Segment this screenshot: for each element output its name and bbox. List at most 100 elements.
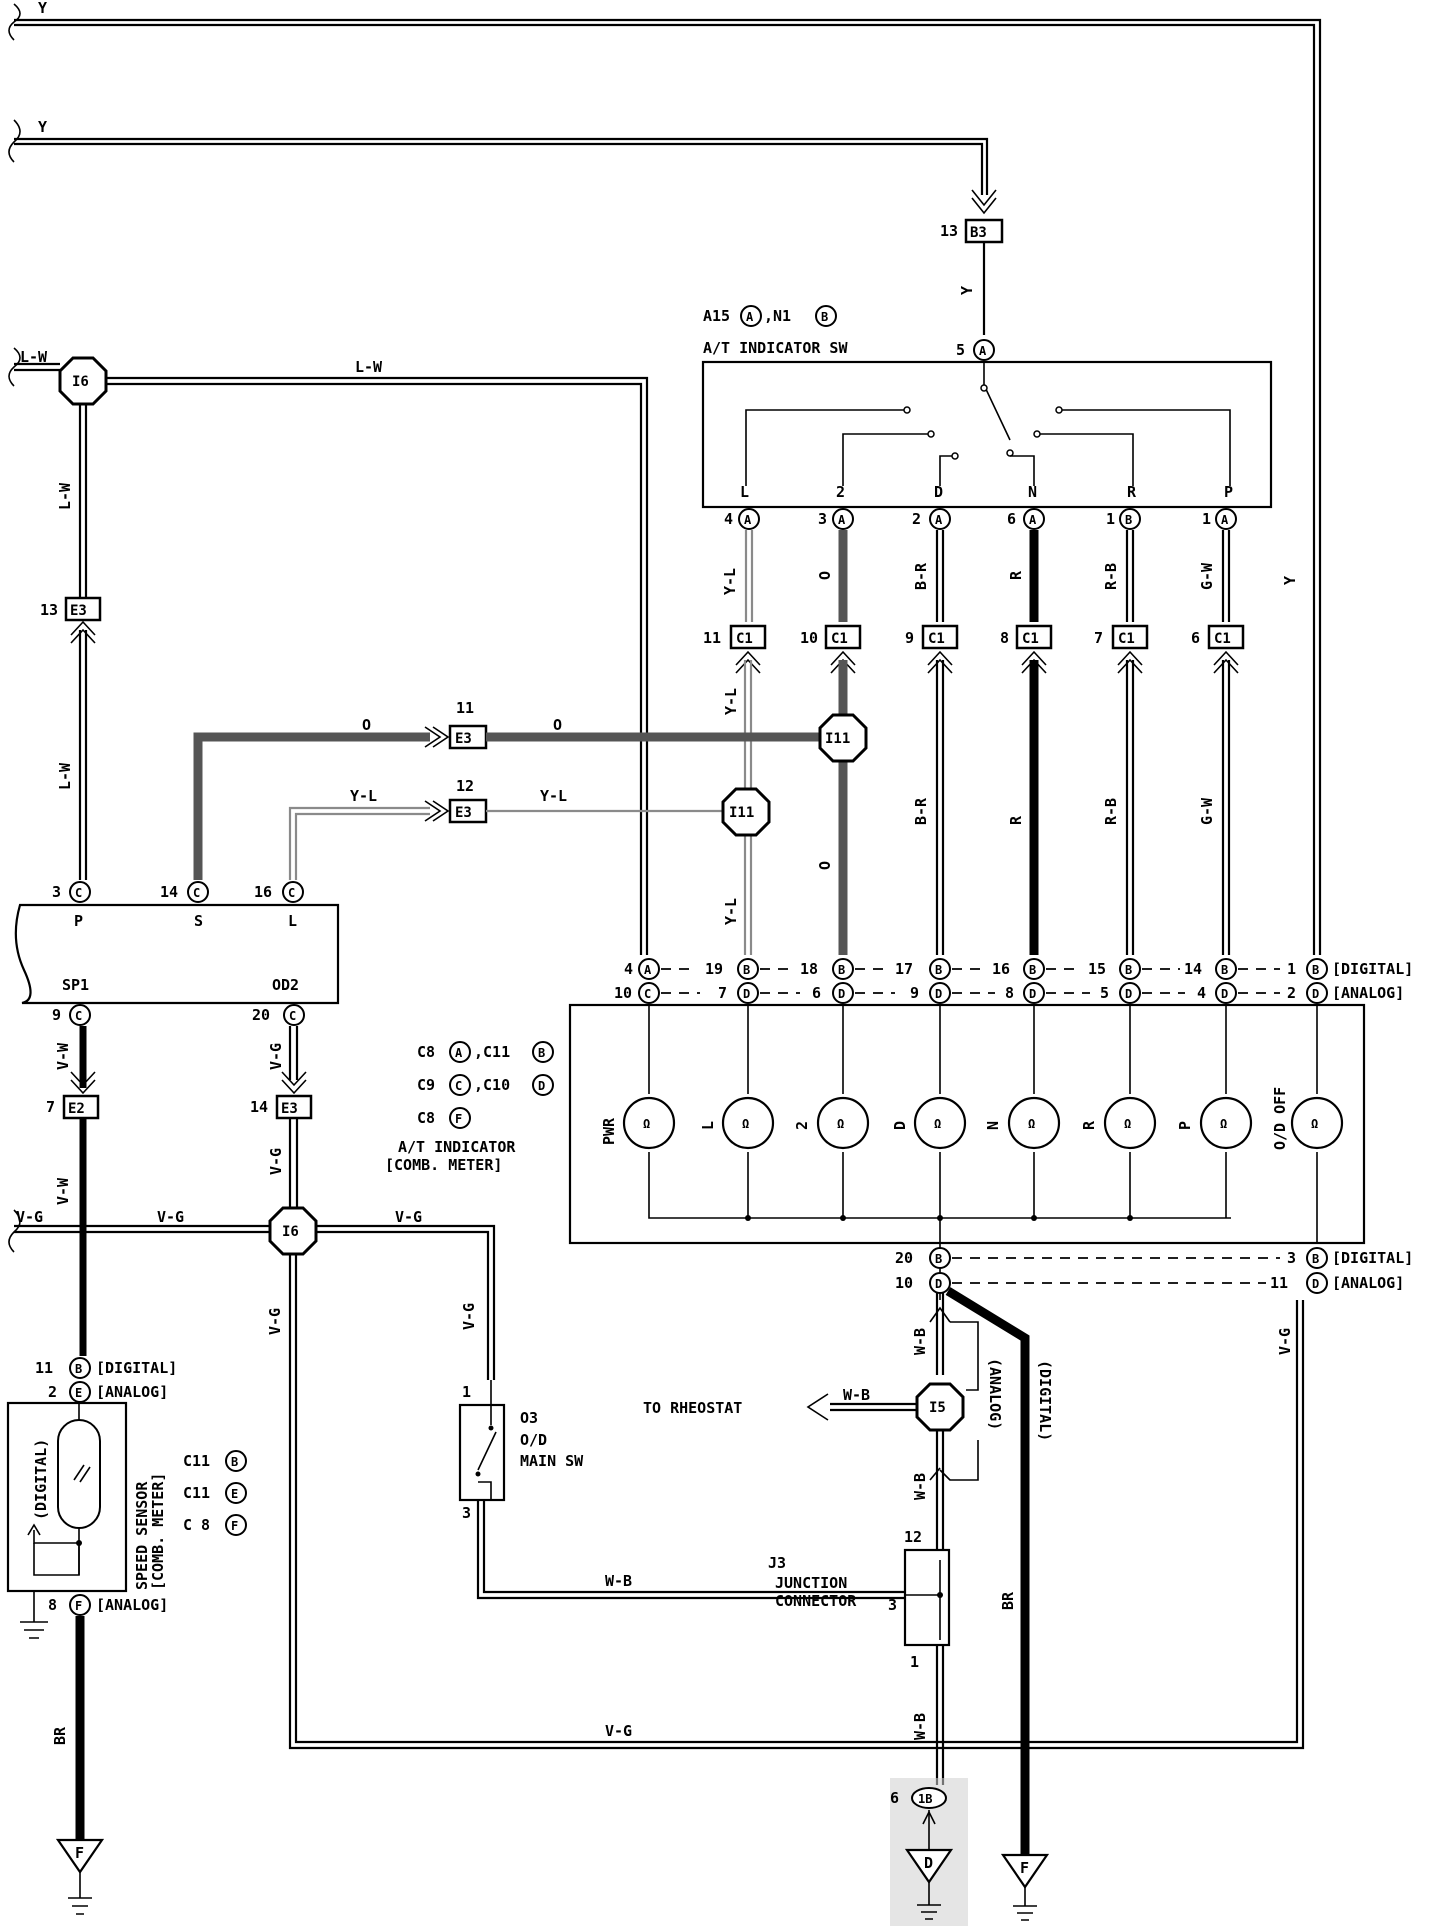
svg-text:3: 3 xyxy=(462,1504,471,1522)
svg-text:B: B xyxy=(538,1046,545,1060)
svg-text:L: L xyxy=(288,912,297,930)
connector-e3-13: 13 E3 xyxy=(40,596,102,622)
wire-vg-ecu: V-G 14 E3 V-G xyxy=(250,1026,313,1210)
svg-text:C8: C8 xyxy=(417,1109,435,1127)
wire-label: Y xyxy=(38,118,47,136)
svg-text:I6: I6 xyxy=(72,374,89,390)
lamp-label: L xyxy=(699,1121,717,1130)
svg-text:J3: J3 xyxy=(768,1554,786,1572)
svg-text:W-B: W-B xyxy=(605,1572,632,1590)
svg-text:A: A xyxy=(746,310,754,324)
wire-r-meter: R xyxy=(1007,650,1047,955)
lamp-label: D xyxy=(891,1121,909,1130)
svg-text:V-G: V-G xyxy=(460,1303,478,1330)
od-main-switch: 1 O3 O/D MAIN SW 3 W-B xyxy=(458,1380,904,1600)
svg-text:L-W: L-W xyxy=(355,358,383,376)
svg-text:6: 6 xyxy=(890,1789,899,1807)
svg-text:E: E xyxy=(75,1386,82,1400)
svg-text:B: B xyxy=(75,1362,82,1376)
svg-text:O: O xyxy=(816,571,834,580)
wire-o-ecu: O 11 E3 O I11 xyxy=(193,699,868,880)
svg-text:11: 11 xyxy=(35,1359,53,1377)
svg-text:15: 15 xyxy=(1088,960,1106,978)
svg-text:D: D xyxy=(1125,987,1132,1001)
svg-text:C1: C1 xyxy=(736,631,753,647)
svg-text:Ω: Ω xyxy=(1028,1117,1035,1131)
svg-text:W-B: W-B xyxy=(911,1328,929,1355)
svg-text:13: 13 xyxy=(40,601,58,619)
svg-text:CONNECTOR: CONNECTOR xyxy=(775,1592,857,1610)
svg-text:R: R xyxy=(1007,815,1025,825)
svg-text:O3: O3 xyxy=(520,1409,538,1427)
svg-text:C: C xyxy=(75,886,82,900)
wire-label: Y xyxy=(38,0,47,17)
svg-text:V-G: V-G xyxy=(395,1208,422,1226)
svg-text:JUNCTION: JUNCTION xyxy=(775,1574,847,1592)
svg-text:Y-L: Y-L xyxy=(721,568,739,595)
lamp-label: O/D OFF xyxy=(1271,1087,1289,1150)
svg-text:Ω: Ω xyxy=(1220,1117,1227,1131)
wire-yl-ecu: Y-L 12 E3 Y-L I11 xyxy=(288,777,771,880)
svg-text:D: D xyxy=(1312,987,1319,1001)
lamp-label: P xyxy=(1176,1121,1194,1130)
svg-text:3: 3 xyxy=(888,1596,897,1614)
svg-text:D: D xyxy=(1221,987,1228,1001)
svg-text:B: B xyxy=(1125,513,1132,527)
svg-text:I5: I5 xyxy=(929,1400,946,1416)
pin-row-bottom: 20 B 3 B [DIGITAL] 10 D 11 D [ANALOG] xyxy=(895,1247,1413,1294)
svg-text:V-G: V-G xyxy=(16,1208,43,1226)
wire-y-second: Y xyxy=(8,118,997,215)
svg-text:C1: C1 xyxy=(1118,631,1135,647)
svg-text:O/D: O/D xyxy=(520,1431,547,1449)
svg-text:10: 10 xyxy=(614,984,632,1002)
svg-text:G-W: G-W xyxy=(1198,797,1216,825)
at-indicator-switch: A15 A ,N1 B A/T INDICATOR SW 5 A L 2 D N… xyxy=(701,305,1273,530)
svg-text:D: D xyxy=(743,987,750,1001)
svg-text:D: D xyxy=(935,987,942,1001)
svg-text:F: F xyxy=(1020,1859,1029,1877)
svg-text:C 8: C 8 xyxy=(183,1516,210,1534)
wire-label: Y xyxy=(958,286,976,295)
svg-text:A: A xyxy=(644,963,652,977)
svg-text:I6: I6 xyxy=(282,1224,299,1240)
svg-text:B: B xyxy=(1312,963,1319,977)
svg-text:C1: C1 xyxy=(1214,631,1231,647)
wire-gw-switch: G-W xyxy=(1198,530,1231,622)
wire-r-switch: R xyxy=(1007,530,1039,622)
svg-text:B: B xyxy=(1029,963,1036,977)
svg-text:8: 8 xyxy=(1000,629,1009,647)
svg-text:6: 6 xyxy=(812,984,821,1002)
position-label: R xyxy=(1127,483,1137,501)
wire-br-meter: B-R xyxy=(912,650,953,955)
svg-text:G-W: G-W xyxy=(1198,562,1216,590)
position-label: L xyxy=(740,483,749,501)
svg-text:11: 11 xyxy=(703,629,721,647)
svg-text:D: D xyxy=(538,1079,545,1093)
switch-code-a15: A15 xyxy=(703,307,730,325)
svg-text:5: 5 xyxy=(956,341,965,359)
wire-gw-meter: G-W xyxy=(1198,650,1239,955)
svg-text:A/T INDICATOR: A/T INDICATOR xyxy=(398,1138,516,1156)
svg-text:C: C xyxy=(75,1009,82,1023)
svg-text:14: 14 xyxy=(160,883,178,901)
svg-text:E3: E3 xyxy=(281,1101,298,1117)
svg-text:20: 20 xyxy=(895,1249,913,1267)
svg-text:Y-L: Y-L xyxy=(722,688,740,715)
svg-text:BR: BR xyxy=(51,1726,69,1745)
svg-text:S: S xyxy=(194,912,203,930)
svg-text:2: 2 xyxy=(48,1383,57,1401)
svg-text:O: O xyxy=(553,716,562,734)
svg-text:[ANALOG]: [ANALOG] xyxy=(1332,1274,1404,1292)
svg-text:A: A xyxy=(1221,513,1229,527)
wire-br-digital: BR (DIGITAL) F xyxy=(945,1287,1054,1921)
svg-text:D: D xyxy=(838,987,845,1001)
svg-text:P: P xyxy=(74,912,83,930)
svg-text:4: 4 xyxy=(624,960,633,978)
svg-text:A: A xyxy=(744,513,752,527)
svg-text:A: A xyxy=(935,513,943,527)
svg-text:W-B: W-B xyxy=(843,1386,870,1404)
svg-text:B: B xyxy=(231,1455,238,1469)
svg-text:E3: E3 xyxy=(455,731,472,747)
svg-text:14: 14 xyxy=(1184,960,1202,978)
position-label: P xyxy=(1224,483,1233,501)
